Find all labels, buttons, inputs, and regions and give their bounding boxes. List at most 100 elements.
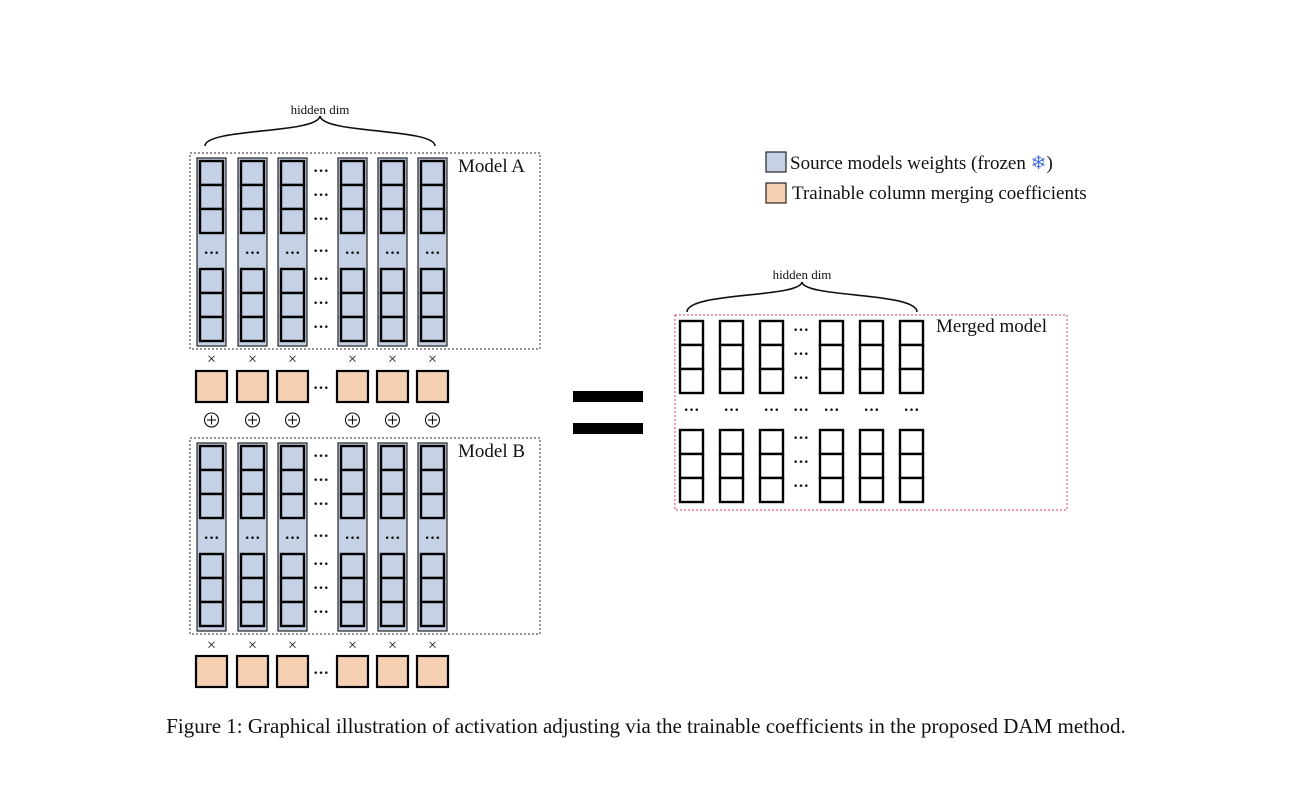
- coefficient-ellipsis: ···: [313, 380, 329, 397]
- weight-cell: [239, 600, 266, 628]
- merged-cell: [898, 319, 925, 347]
- merged-cell: [718, 319, 745, 347]
- weight-cell: [379, 291, 406, 319]
- column-ellipsis: ···: [284, 530, 300, 547]
- weight-cell: [198, 183, 225, 211]
- coefficient-cell: [194, 654, 229, 689]
- model-a-columns: ·······································: [196, 157, 448, 347]
- weight-cell: [239, 468, 266, 496]
- weight-cell: [239, 492, 266, 520]
- weight-cell: [198, 492, 225, 520]
- weight-cell: [419, 315, 446, 343]
- hidden-dim-label-merged: hidden dim: [773, 267, 832, 282]
- merged-cell: [898, 452, 925, 480]
- coefficient-cell: [415, 654, 450, 689]
- coefficient-cell: [335, 369, 370, 404]
- multiply-symbol: ×: [348, 637, 357, 654]
- merged-cell: [898, 476, 925, 504]
- equals-bar-bottom: [573, 423, 643, 434]
- weight-cell: [339, 267, 366, 295]
- weight-cell: [339, 600, 366, 628]
- weight-cell: [339, 576, 366, 604]
- weight-cell: [419, 207, 446, 235]
- multiply-symbol: ×: [248, 637, 257, 654]
- weight-cell: [339, 552, 366, 580]
- merged-cell: [678, 319, 705, 347]
- merged-cell: [758, 476, 785, 504]
- weight-cell: [419, 468, 446, 496]
- weight-cell: [198, 600, 225, 628]
- merged-column-ellipsis: ···: [863, 402, 879, 419]
- weight-cell: [279, 291, 306, 319]
- column-ellipsis: ···: [384, 530, 400, 547]
- plus-symbol: [203, 412, 220, 428]
- weight-cell: [379, 444, 406, 472]
- merged-cell: [718, 367, 745, 395]
- weight-cell: [379, 267, 406, 295]
- weight-cell: [339, 207, 366, 235]
- weight-cell: [279, 267, 306, 295]
- row-ellipsis: ···: [313, 271, 329, 288]
- weight-cell: [419, 444, 446, 472]
- weight-cell: [379, 492, 406, 520]
- model-a-gap-ellipses: ·····················: [313, 163, 329, 336]
- weight-cell: [239, 159, 266, 187]
- weight-cell: [239, 315, 266, 343]
- row-ellipsis: ···: [313, 580, 329, 597]
- merged-column: ···: [818, 319, 845, 504]
- weight-cell: [379, 183, 406, 211]
- model-b-column: ···: [337, 442, 368, 632]
- model-a-border: [189, 152, 541, 350]
- merged-cell: [858, 476, 885, 504]
- weight-cell: [279, 159, 306, 187]
- snowflake-icon: ❄: [1031, 153, 1047, 174]
- multiply-symbol: ×: [348, 351, 357, 368]
- weight-cell: [279, 468, 306, 496]
- weight-cell: [379, 207, 406, 235]
- merged-cell: [858, 428, 885, 456]
- merged-cell: [898, 428, 925, 456]
- column-ellipsis: ···: [384, 245, 400, 262]
- merged-cell: [858, 343, 885, 371]
- coefficient-cell: [415, 369, 450, 404]
- merged-cell: [818, 343, 845, 371]
- model-a-column: ···: [377, 157, 408, 347]
- merged-column-ellipsis: ···: [823, 402, 839, 419]
- weight-cell: [379, 468, 406, 496]
- model-b-gap-ellipses: ·····················: [313, 448, 329, 621]
- multiply-symbol: ×: [388, 637, 397, 654]
- merged-cell: [718, 452, 745, 480]
- merged-cell: [898, 343, 925, 371]
- coefficient-cell: [235, 654, 270, 689]
- equals-sign: [573, 391, 643, 434]
- merged-cell: [858, 319, 885, 347]
- merged-cell: [718, 343, 745, 371]
- column-ellipsis: ···: [203, 530, 219, 547]
- weight-cell: [419, 576, 446, 604]
- weight-cell: [239, 576, 266, 604]
- merged-model-border: [674, 314, 1068, 511]
- legend-swatch-source: [765, 151, 787, 173]
- weight-cell: [198, 267, 225, 295]
- legend-text-coefficient: Trainable column merging coefficients: [792, 183, 1087, 204]
- model-b-panel: Model B ································…: [189, 437, 541, 689]
- column-ellipsis: ···: [424, 245, 440, 262]
- row-ellipsis: ···: [313, 211, 329, 228]
- merged-cell: [678, 367, 705, 395]
- row-ellipsis: ···: [313, 496, 329, 513]
- weight-cell: [379, 552, 406, 580]
- model-b-border: [189, 437, 541, 635]
- row-ellipsis: ···: [313, 187, 329, 204]
- weight-cell: [339, 159, 366, 187]
- merged-cell: [858, 452, 885, 480]
- merged-row-ellipsis: ···: [793, 454, 809, 471]
- row-ellipsis: ···: [313, 604, 329, 621]
- model-a-column: ···: [277, 157, 308, 347]
- model-b-label: Model B: [458, 441, 525, 462]
- weight-cell: [419, 492, 446, 520]
- multiply-symbol: ×: [207, 637, 216, 654]
- merged-cell: [758, 428, 785, 456]
- weight-cell: [379, 159, 406, 187]
- merged-gap-ellipses: ·····················: [793, 322, 809, 495]
- merged-cell: [678, 476, 705, 504]
